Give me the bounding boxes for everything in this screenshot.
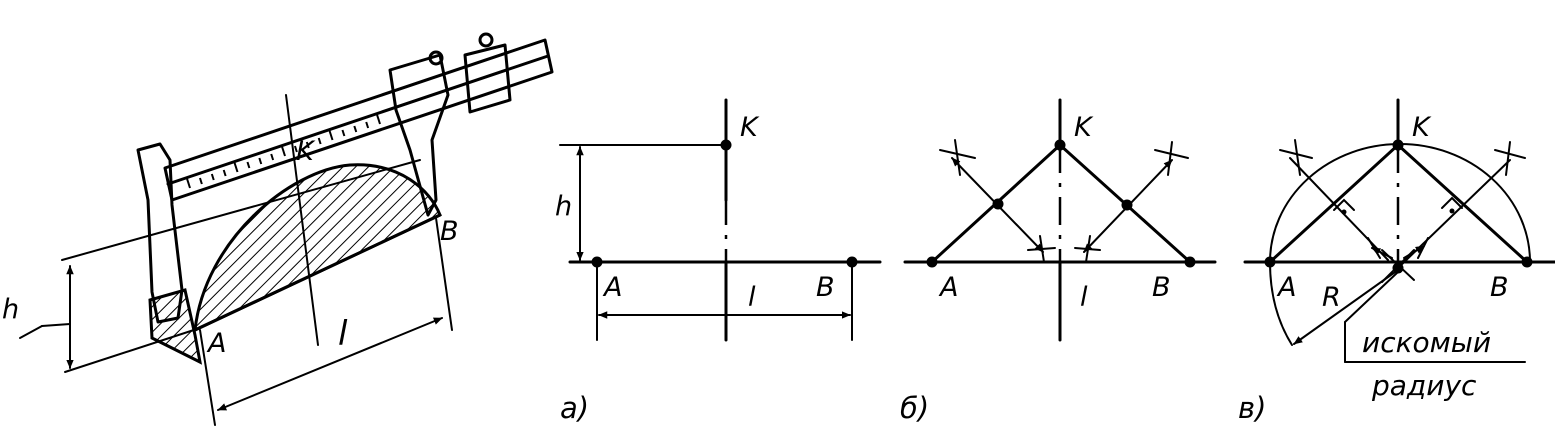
panel-b-label-l: l [1080,282,1088,313]
slider-screw [463,43,512,114]
panel-c: K A R B искомый радиус в) [1238,98,1555,425]
scale-tick [246,161,251,169]
scale-tick [365,121,370,129]
scale-tick [375,113,381,125]
panel-a-point-b [846,256,858,268]
scale-tick [185,177,191,189]
scale-tick [222,169,227,177]
panel-b-point-k [1054,139,1066,151]
panel-c-point-k [1392,139,1404,151]
depth-line [285,94,319,346]
base-block [148,288,203,365]
scale-tick [305,141,310,149]
panel-c-label-r: R [1322,282,1341,313]
panel-a-point-a [591,256,603,268]
panel-a-label-l: l [748,282,756,313]
scale-tick [317,137,322,145]
panel-b-label-a: A [938,272,958,303]
scale-tick [210,173,215,181]
caliper-label-b: B [440,216,459,247]
panel-a: K h A l B а) [555,98,882,425]
panel-b-caption: б) [900,391,929,425]
panel-c-label-a: A [1276,272,1296,303]
panel-a-caption: а) [560,391,589,425]
scale-tick [328,129,334,141]
panel-c-label-k: K [1412,112,1432,143]
panel-c-radius [1293,269,1399,345]
panel-b-label-k: K [1074,112,1094,143]
sliding-jaw [388,53,450,217]
panel-c-hint-line2: радиус [1371,369,1477,402]
panel-c-side-kb [1396,143,1529,264]
panel-c-bisector-left [1289,157,1389,261]
caliper-label-a: A [206,328,226,359]
panel-a-label-k: K [740,112,760,143]
panel-c-arc-lower [1269,261,1293,346]
panel-c-point-a [1264,256,1276,268]
caliper-beam-rail [166,54,550,186]
caliper-label-h: h [2,294,19,325]
caliper-label-k: K [296,136,316,167]
panel-a-label-h: h [555,191,572,222]
panel-b-point-a [926,256,938,268]
panel-c-point-b [1521,256,1533,268]
scale-tick [270,153,275,161]
panel-b-label-b: B [1152,272,1171,303]
caliper-illustration: h K A B l [2,32,554,426]
caliper-l-dimension [217,317,443,411]
caliper-label-l: l [338,314,348,354]
fixed-jaw [136,142,184,324]
scale-tick [353,125,358,133]
panel-a-label-a: A [602,272,622,303]
scale-tick [280,145,286,157]
panel-c-hint-line1: искомый [1362,326,1491,359]
workpiece-segment [193,163,442,333]
panel-c-caption: в) [1238,391,1266,425]
panel-a-label-b: B [816,272,835,303]
scale-tick [199,177,203,185]
workpiece-chord [193,213,442,332]
caliper-beam [163,38,554,202]
scale-tick [341,129,346,137]
scale-tick [294,145,298,153]
caliper-scale [185,113,381,189]
panel-b: K A l B б) [900,98,1217,425]
scale-tick [233,161,239,173]
panel-c-arc [1269,143,1531,263]
panel-b-point-b [1184,256,1196,268]
scale-tick [258,157,263,165]
panel-c-label-b: B [1490,272,1509,303]
panel-a-point-k [720,139,732,151]
panel-c-center [1392,262,1404,274]
